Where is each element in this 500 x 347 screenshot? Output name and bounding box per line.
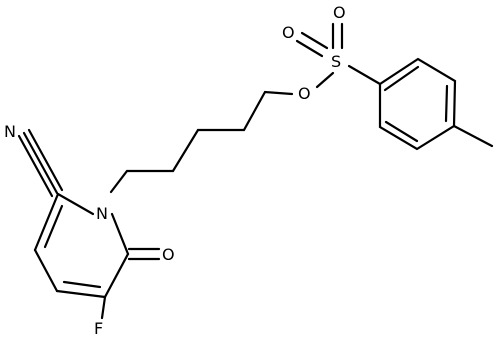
- atom-label-fluorine: F: [94, 319, 103, 338]
- nitrile-triple-bond: [17, 128, 64, 198]
- atom-label-oxygen-sulfonyl-left: O: [282, 23, 295, 42]
- atom-label-oxygen-carbonyl: O: [162, 245, 175, 264]
- atom-label-nitrogen-nitrile: N: [4, 122, 16, 141]
- pentyl-chain: [109, 90, 294, 194]
- carbonyl-double-bond: [127, 247, 161, 261]
- atom-label-sulfur: S: [331, 52, 341, 71]
- atom-label-oxygen-ester: O: [298, 84, 311, 103]
- methyl-bond: [452, 124, 494, 148]
- s-aryl-bond: [347, 64, 382, 86]
- sulfonyl-double-bonds: [295, 22, 344, 58]
- o-s-bond: [315, 71, 335, 89]
- atom-label-nitrogen-ring: N: [96, 204, 108, 223]
- pyridinone-ring: [33, 192, 130, 299]
- atom-label-oxygen-sulfonyl-top: O: [333, 3, 346, 22]
- toluene-ring: [378, 57, 457, 151]
- cf-bond: [100, 295, 107, 320]
